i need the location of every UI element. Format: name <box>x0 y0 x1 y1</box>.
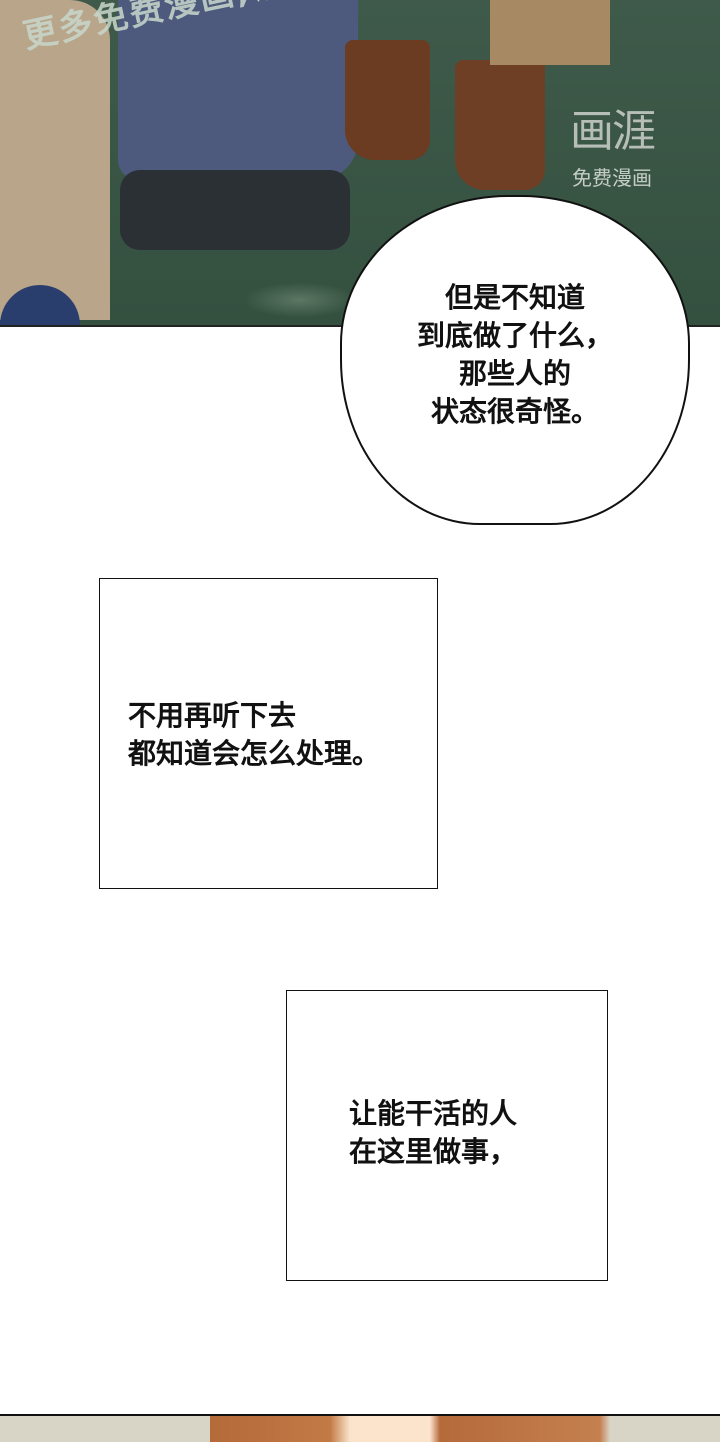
speech-bubble-text: 但是不知道 到底做了什么， 那些人的 状态很奇怪。 <box>416 281 613 428</box>
speech-bubble: 但是不知道 到底做了什么， 那些人的 状态很奇怪。 <box>340 195 690 525</box>
kneeling-legs <box>120 170 350 250</box>
caption-box-1: 不用再听下去 都知道会怎么处理。 <box>99 578 438 889</box>
logo-watermark: 画涯 <box>570 106 656 157</box>
camo-legs <box>490 0 610 65</box>
figure-kneeling-man <box>118 0 358 180</box>
boot-right <box>455 60 545 190</box>
caption-text-1: 不用再听下去 都知道会怎么处理。 <box>128 699 381 770</box>
caption-box-2: 让能干活的人 在这里做事， <box>286 990 608 1281</box>
logo-subtitle: 免费漫画 <box>572 166 652 190</box>
boot-left <box>345 40 430 160</box>
comic-panel-top: 更多免费漫画,请下载 画涯 免费漫画 <box>0 0 720 327</box>
comic-panel-bottom <box>0 1414 720 1442</box>
caption-text-2: 让能干活的人 在这里做事， <box>349 1097 518 1168</box>
figure-tan-jacket <box>0 0 110 320</box>
